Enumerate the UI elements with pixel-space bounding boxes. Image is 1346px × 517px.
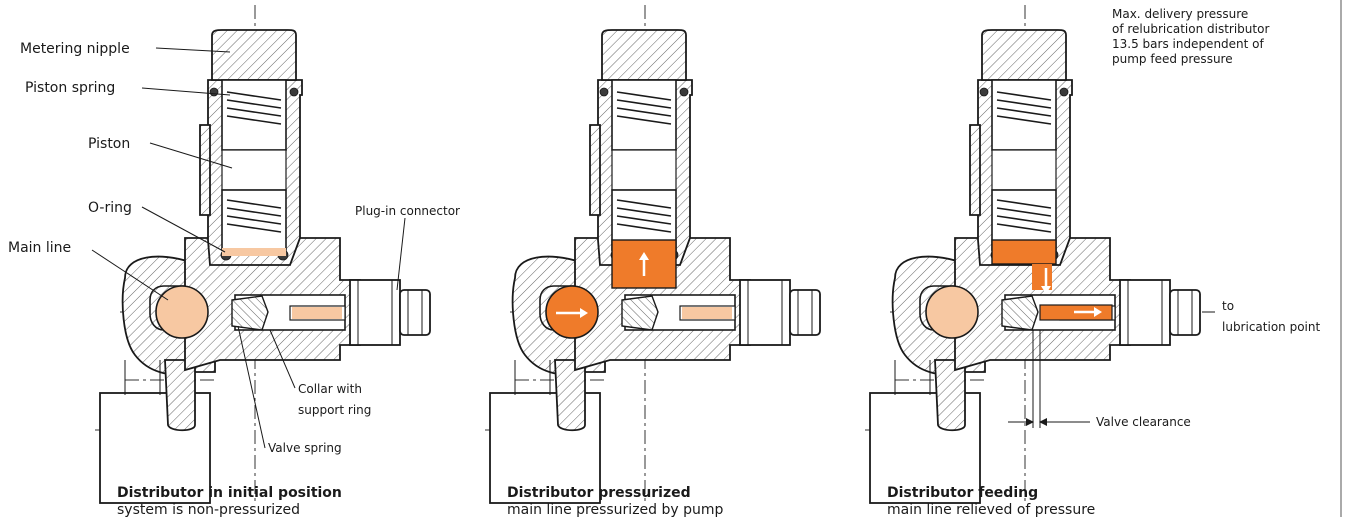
piston-chamber-3 bbox=[991, 239, 1057, 265]
label-o-ring: O-ring bbox=[88, 200, 132, 216]
label-to-line2: lubrication point bbox=[1222, 320, 1320, 334]
panel3-title: Distributor feeding bbox=[887, 485, 1038, 501]
panel-pressurized: Distributor pressurized main line pressu… bbox=[484, 4, 821, 517]
label-metering-nipple: Metering nipple bbox=[20, 41, 130, 57]
label-valve-spring: Valve spring bbox=[268, 441, 342, 455]
panel-initial-position: Metering nipple Piston spring Piston O-r… bbox=[8, 4, 460, 517]
note-line1: Max. delivery pressure bbox=[1112, 7, 1248, 21]
label-main-line: Main line bbox=[8, 240, 71, 256]
note-line4: pump feed pressure bbox=[1112, 52, 1233, 66]
panel2-subtitle: main line pressurized by pump bbox=[507, 502, 724, 517]
note-line3: 13.5 bars independent of bbox=[1112, 37, 1265, 51]
panel3-subtitle: main line relieved of pressure bbox=[887, 502, 1095, 517]
outlet-bore-2 bbox=[682, 307, 732, 319]
label-valve-clearance: Valve clearance bbox=[1096, 415, 1191, 429]
label-plug-in-connector: Plug-in connector bbox=[355, 204, 460, 218]
panel2-title: Distributor pressurized bbox=[507, 485, 691, 501]
outlet-bore-1 bbox=[292, 307, 342, 319]
label-to-line1: to bbox=[1222, 299, 1234, 313]
panel1-title: Distributor in initial position bbox=[117, 485, 342, 501]
label-piston: Piston bbox=[88, 136, 130, 152]
piston-chamber-1 bbox=[222, 248, 286, 256]
panel1-subtitle: system is non-pressurized bbox=[117, 502, 300, 517]
main-line-bore-1 bbox=[155, 285, 209, 339]
main-line-bore-3 bbox=[925, 285, 979, 339]
label-piston-spring: Piston spring bbox=[25, 80, 115, 96]
label-collar-line2: support ring bbox=[298, 403, 371, 417]
panel-feeding: Valve clearance to lubrication point Dis… bbox=[864, 4, 1320, 517]
note-line2: of relubrication distributor bbox=[1112, 22, 1269, 36]
label-collar-line1: Collar with bbox=[298, 382, 362, 396]
pressure-note: Max. delivery pressure of relubrication … bbox=[1112, 7, 1269, 66]
